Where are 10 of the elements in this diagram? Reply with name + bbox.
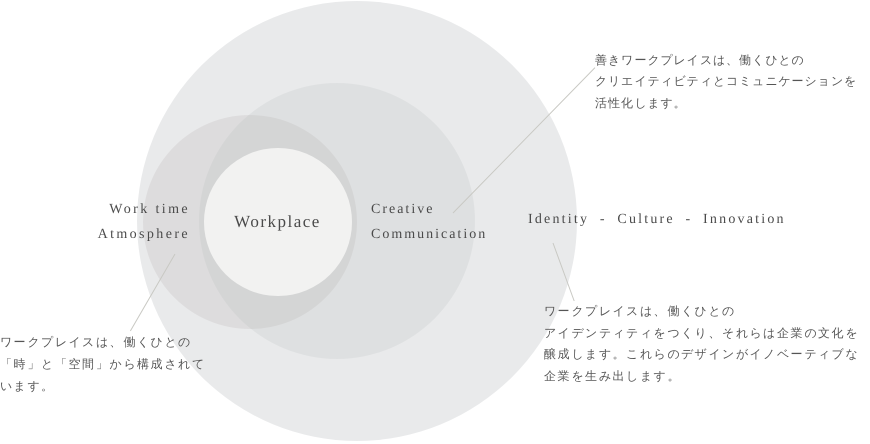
leader-line xyxy=(452,67,596,214)
circle-label: Workplace xyxy=(233,211,322,233)
description-text: ワークプレイスは、働くひとのアイデンティティをつくり、それらは企業の文化を醸成します。これらのデザインがイノベーティブな企業を生み出します。 xyxy=(544,301,860,388)
circle-label: Work time Atmosphere xyxy=(96,200,190,244)
description-text: 善きワークプレイスは、働くひとのクリエイティビティとコミュニケーションを活性化します。 xyxy=(595,50,857,114)
circle-label: Creative Communication xyxy=(371,200,488,244)
description-text: ワークプレイスは、働くひとの「時」と「空間」から構成されています。 xyxy=(0,331,206,397)
leader-line xyxy=(130,254,176,332)
circle-label: Identity - Culture - Innovation xyxy=(528,211,787,229)
leader-line xyxy=(552,242,575,302)
